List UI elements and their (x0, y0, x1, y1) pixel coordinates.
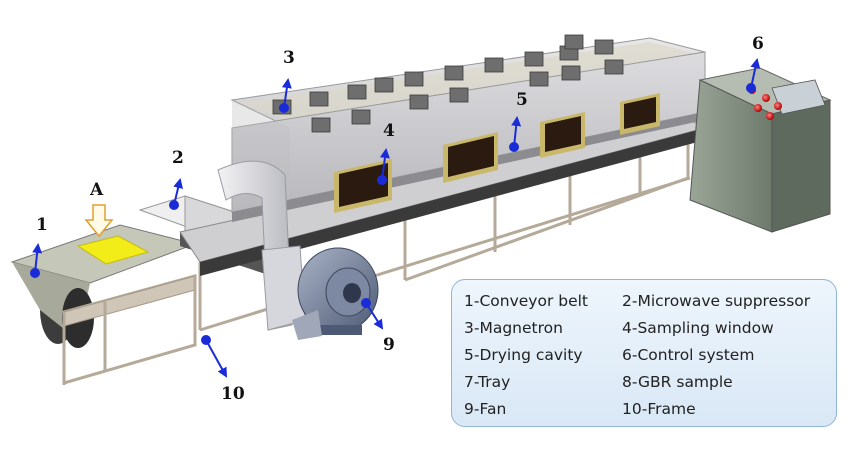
callout-3: 3 (283, 48, 295, 68)
legend-item-conveyor-belt: 1-Conveyor belt (464, 292, 589, 310)
magnetrons (272, 34, 624, 133)
callout-1: 1 (36, 215, 48, 235)
callout-10: 10 (221, 384, 245, 404)
legend-item-microwave-suppressor: 2-Microwave suppressor (622, 292, 811, 310)
fan (292, 247, 379, 340)
legend-item-frame: 10-Frame (622, 400, 696, 418)
legend-item-drying-cavity: 5-Drying cavity (464, 346, 583, 364)
legend-item-gbr-sample: 8-GBR sample (622, 373, 733, 391)
callout-4: 4 (383, 121, 395, 141)
callout-a: A (90, 180, 104, 200)
callout-6: 6 (752, 34, 764, 54)
input-arrow-icon (84, 204, 114, 238)
gbr-sample (76, 235, 150, 265)
callout-5: 5 (516, 90, 528, 110)
callout-pointers (30, 58, 761, 378)
legend-item-sampling-window: 4-Sampling window (622, 319, 774, 337)
sampling-windows (334, 93, 660, 213)
legend-item-tray: 7-Tray (464, 373, 511, 391)
callout-2: 2 (172, 148, 184, 168)
legend-item-magnetron: 3-Magnetron (464, 319, 563, 337)
legend-box: 1-Conveyor belt 2-Microwave suppressor 3… (451, 279, 837, 427)
legend-item-control-system: 6-Control system (622, 346, 755, 364)
control-system (689, 67, 832, 233)
callout-9: 9 (383, 335, 395, 355)
legend-item-fan: 9-Fan (464, 400, 507, 418)
